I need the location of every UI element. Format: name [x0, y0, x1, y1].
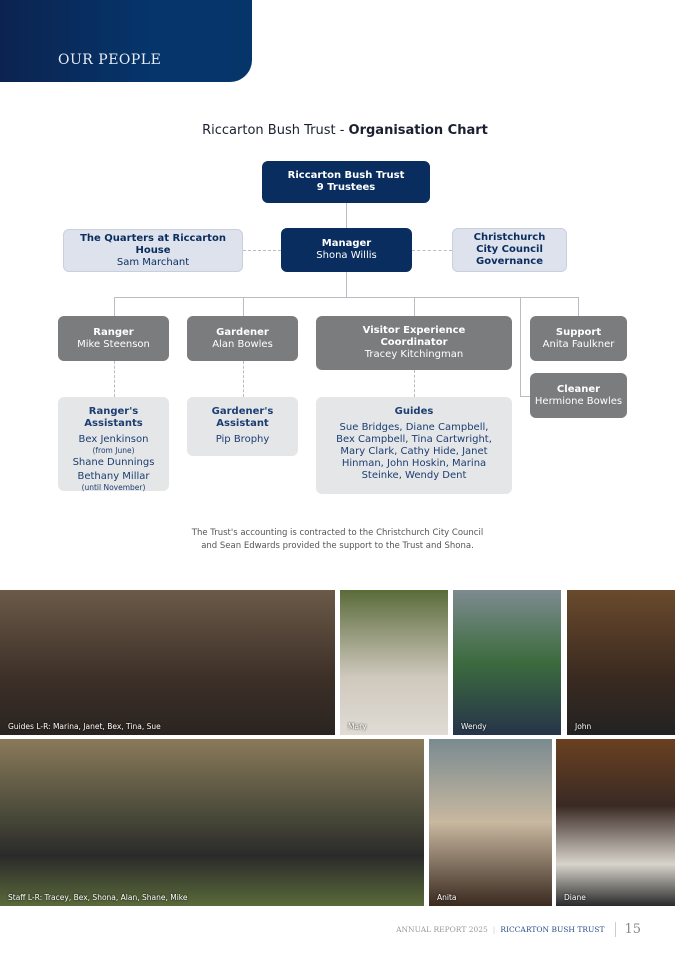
page-number: 15: [615, 922, 641, 937]
connector: [414, 297, 415, 316]
chart-title: Riccarton Bush Trust - Organisation Char…: [202, 123, 488, 138]
photo-diane: Diane: [556, 739, 675, 906]
node-ccc: Christchurch City Council Governance: [452, 228, 567, 272]
photo-john: John: [567, 590, 675, 735]
connector: [243, 297, 244, 316]
connector: [412, 250, 452, 251]
connector: [346, 272, 347, 297]
photo-guides: Guides L-R: Marina, Janet, Bex, Tina, Su…: [0, 590, 335, 735]
photo-anita: Anita: [429, 739, 552, 906]
section-header: OUR PEOPLE: [0, 0, 252, 82]
connector: [114, 361, 115, 397]
connector: [578, 297, 579, 316]
photo-wendy: Wendy: [453, 590, 561, 735]
connector: [114, 297, 115, 316]
connector: [243, 250, 281, 251]
photo-mary: Mary: [340, 590, 448, 735]
connector: [520, 297, 521, 396]
photo-staff: Staff L-R: Tracey, Bex, Shona, Alan, Sha…: [0, 739, 424, 906]
connector: [243, 361, 244, 397]
accounting-note: The Trust's accounting is contracted to …: [191, 528, 484, 551]
connector: [520, 396, 530, 397]
section-title: OUR PEOPLE: [58, 52, 162, 68]
connector: [414, 370, 415, 397]
connector: [114, 297, 579, 298]
connector: [346, 203, 347, 228]
